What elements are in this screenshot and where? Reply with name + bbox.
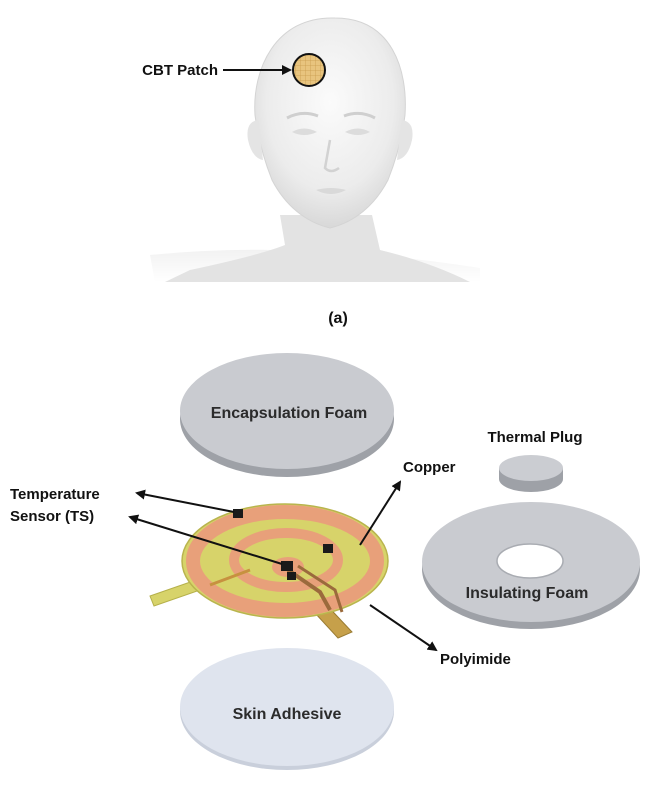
panel-a: CBT Patch (a)	[142, 17, 480, 327]
thermal-plug-label: Thermal Plug	[487, 429, 582, 446]
temperature-sensor-1	[233, 509, 243, 518]
sensor-circuit-layer	[149, 503, 389, 639]
thermal-plug-layer: Thermal Plug	[487, 429, 583, 492]
left-eye	[292, 128, 317, 135]
mouth	[316, 188, 346, 194]
insulating-foam-label: Insulating Foam	[466, 585, 589, 602]
left-brow	[286, 111, 319, 120]
right-brow	[343, 111, 376, 120]
trace-2	[297, 564, 344, 613]
copper-ring-inner	[229, 528, 343, 592]
trace-1	[286, 568, 332, 611]
skin-adhesive-layer: Skin Adhesive	[180, 648, 394, 770]
copper-label: Copper	[403, 459, 456, 476]
skin-adhesive-label: Skin Adhesive	[233, 706, 342, 723]
right-eye	[345, 128, 370, 135]
right-ear	[397, 120, 413, 160]
sensor-arrow-1	[135, 489, 235, 513]
trace-3	[209, 568, 251, 587]
cbt-patch-label: CBT Patch	[142, 62, 218, 79]
temperature-sensor-3	[287, 572, 296, 580]
head	[254, 17, 406, 229]
encapsulation-foam-label: Encapsulation Foam	[211, 405, 367, 422]
temperature-sensor-label-line1: Temperature	[10, 486, 100, 503]
encapsulation-foam-layer: Encapsulation Foam	[180, 353, 394, 477]
left-ear	[247, 120, 263, 160]
nose	[323, 139, 340, 173]
copper-arrow	[359, 480, 402, 546]
head-neck	[165, 215, 470, 282]
copper-ring-outer	[186, 505, 384, 617]
sensor-arrow-2	[128, 514, 283, 565]
temperature-sensor-4	[323, 544, 333, 553]
polyimide-arrow	[369, 604, 438, 652]
temperature-sensor-label-line2: Sensor (TS)	[10, 508, 94, 525]
insulating-foam-layer: Insulating Foam	[422, 502, 640, 629]
polyimide-label: Polyimide	[440, 651, 511, 668]
temperature-sensor-2	[281, 561, 293, 571]
cbt-patch-marker	[292, 53, 326, 87]
panel-b: Encapsulation Foam Thermal Plug Insulati…	[10, 353, 640, 770]
caption-a: (a)	[328, 310, 348, 327]
